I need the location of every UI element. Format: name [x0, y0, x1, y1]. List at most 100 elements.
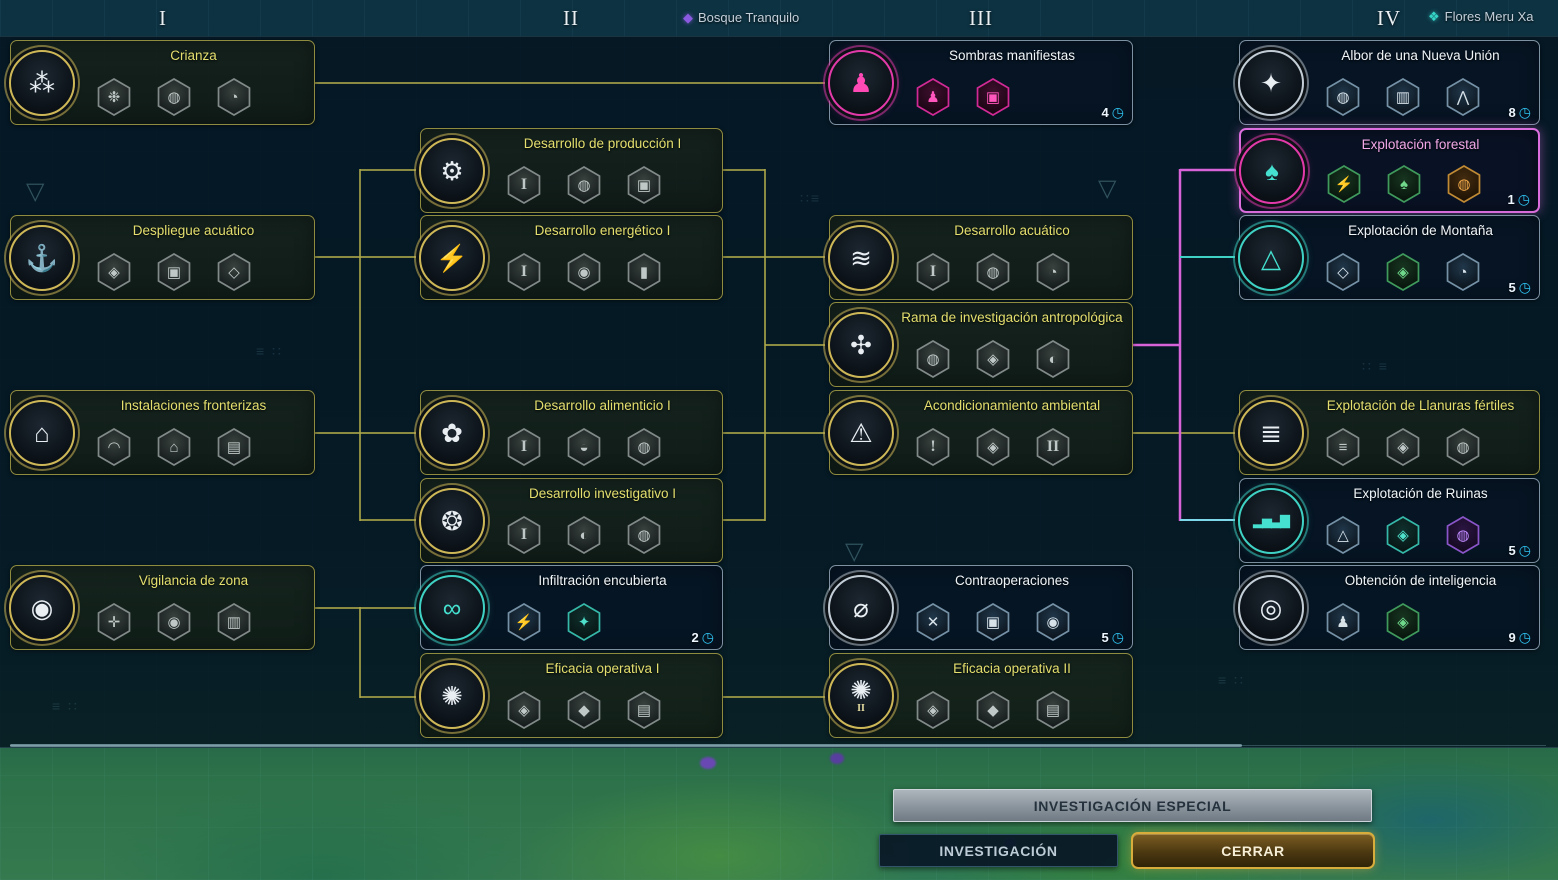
overwatch-icon[interactable]: ◉: [1036, 603, 1070, 641]
jammer-icon[interactable]: ▣: [976, 603, 1010, 641]
field-rows-icon[interactable]: ≡: [1326, 428, 1360, 466]
cipher-icon[interactable]: ◈: [1386, 603, 1420, 641]
creature-icon-3[interactable]: ◔: [217, 78, 251, 116]
banner-icon[interactable]: ▥: [1386, 78, 1420, 116]
sabotage-icon[interactable]: ⚡: [507, 603, 541, 641]
generator-icon[interactable]: ▮: [627, 253, 661, 291]
scanner-icon[interactable]: ◉: [157, 603, 191, 641]
counter-spy-icon[interactable]: ✕: [916, 603, 950, 641]
node-acondicionamiento-ambiental[interactable]: ⚠Acondicionamiento ambiental!◈II: [828, 390, 1133, 475]
strata-icon[interactable]: ◈: [976, 428, 1010, 466]
node-explotacion-ruinas[interactable]: ▂▅▃▇Explotación de Ruinas△◈◍5◷: [1238, 478, 1540, 563]
turn-number: 8: [1508, 105, 1516, 120]
sea-platform-icon[interactable]: ◍: [976, 253, 1010, 291]
observatory-icon[interactable]: ◍: [627, 516, 661, 554]
slope-site-icon[interactable]: ◈: [1386, 253, 1420, 291]
plains-site-icon[interactable]: ◍: [1446, 428, 1480, 466]
assembly-icon[interactable]: ▣: [627, 166, 661, 204]
hive-icon[interactable]: ◈: [976, 340, 1010, 378]
quarry-icon[interactable]: ◇: [1326, 253, 1360, 291]
irrigation-icon[interactable]: ◈: [1386, 428, 1420, 466]
agent-icon[interactable]: ♟: [1326, 603, 1360, 641]
peak-site-icon[interactable]: ◔: [1446, 253, 1480, 291]
clearing-icon[interactable]: ◍: [1447, 165, 1481, 203]
vault-icon[interactable]: ◈: [1386, 516, 1420, 554]
horizontal-scroll-thumb[interactable]: [10, 744, 1242, 747]
forest-energy-icon[interactable]: ⚡: [1327, 165, 1361, 203]
tier-1-badge[interactable]: I: [916, 253, 950, 291]
node-explotacion-montana[interactable]: △Explotación de Montaña◇◈◔5◷: [1238, 215, 1540, 300]
radar-dish-icon[interactable]: ◠: [97, 428, 131, 466]
outpost-icon[interactable]: ⌂: [157, 428, 191, 466]
supply-module-icon[interactable]: ◇: [217, 253, 251, 291]
special-research-button[interactable]: INVESTIGACIÓN ESPECIAL: [893, 789, 1372, 822]
node-despliegue-acuatico[interactable]: ⚓Despliegue acuático◈▣◇: [9, 215, 315, 300]
shadow-unit-icon[interactable]: ♟: [916, 78, 950, 116]
sub-icon-glyph: ✛: [107, 613, 121, 631]
grove-icon[interactable]: ♠: [1387, 165, 1421, 203]
excavation-icon[interactable]: △: [1326, 516, 1360, 554]
hazard-icon[interactable]: !: [916, 428, 950, 466]
column-numeral-3: III: [969, 6, 993, 30]
coastal-site-icon[interactable]: ◔: [1036, 253, 1070, 291]
shadow-rite-icon[interactable]: ▣: [976, 78, 1010, 116]
node-explotacion-forestal[interactable]: ♠Explotación forestal⚡♠◍1◷: [1239, 128, 1540, 213]
node-explotacion-llanuras[interactable]: ≣Explotación de Llanuras fértiles≡◈◍: [1238, 390, 1540, 475]
node-instalaciones-fronterizas[interactable]: ⌂Instalaciones fronterizas◠⌂▤: [9, 390, 315, 475]
stealth-field-icon[interactable]: ✦: [567, 603, 601, 641]
monument-icon[interactable]: ⋀: [1446, 78, 1480, 116]
location-label-flores-meru-xa[interactable]: ❖ Flores Meru Xa: [1428, 9, 1534, 24]
unity-icon[interactable]: ◍: [1326, 78, 1360, 116]
node-eficacia-operativa-1[interactable]: ✺Eficacia operativa I◈◆▤: [419, 653, 723, 738]
greenhouse-icon[interactable]: ◒: [567, 428, 601, 466]
node-vigilancia-de-zona[interactable]: ◉Vigilancia de zona✛◉▥: [9, 565, 315, 650]
research-button[interactable]: INVESTIGACIÓN: [879, 834, 1118, 867]
armor-mod-icon[interactable]: ◆: [567, 691, 601, 729]
tier-1-badge[interactable]: I: [507, 428, 541, 466]
armor-mod-icon[interactable]: ◆: [976, 691, 1010, 729]
lab-icon[interactable]: ◐: [567, 516, 601, 554]
creature-icon-1[interactable]: ❉: [97, 78, 131, 116]
doctrine-icon[interactable]: ▤: [627, 691, 661, 729]
creature-icon-2[interactable]: ◍: [157, 78, 191, 116]
mining-icon[interactable]: ◍: [567, 166, 601, 204]
node-sombras-manifiestas[interactable]: ♟Sombras manifiestas♟▣4◷: [828, 40, 1133, 125]
node-obtencion-inteligencia[interactable]: ◎Obtención de inteligencia♟◈9◷: [1238, 565, 1540, 650]
farm-dome-icon[interactable]: ◍: [627, 428, 661, 466]
floating-platform-icon[interactable]: ▣: [157, 253, 191, 291]
node-infiltracion-encubierta[interactable]: ∞Infiltración encubierta⚡✦2◷: [419, 565, 723, 650]
reactor-icon[interactable]: ◉: [567, 253, 601, 291]
tier-1-badge[interactable]: I: [507, 516, 541, 554]
antenna-icon[interactable]: ✛: [97, 603, 131, 641]
close-button[interactable]: CERRAR: [1131, 832, 1375, 869]
icon-glyph: ⁂: [29, 67, 55, 98]
tier-1-badge[interactable]: I: [507, 166, 541, 204]
anomaly-orb-icon[interactable]: ◍: [1446, 516, 1480, 554]
sub-icon-glyph: ▤: [226, 438, 242, 456]
society-icon[interactable]: ◍: [916, 340, 950, 378]
node-albor-nueva-union[interactable]: ✦Albor de una Nueva Unión◍▥⋀8◷: [1238, 40, 1540, 125]
harbor-icon[interactable]: ◈: [97, 253, 131, 291]
rock-wall-icon[interactable]: ▤: [217, 428, 251, 466]
sub-icon-glyph: ◆: [987, 701, 999, 719]
artifact-icon[interactable]: ◐: [1036, 340, 1070, 378]
sub-icon-glyph: I: [520, 263, 528, 280]
node-rama-antropologica[interactable]: ✣Rama de investigación antropológica◍◈◐: [828, 302, 1133, 387]
relay-tower-icon[interactable]: ▥: [217, 603, 251, 641]
doctrine-icon[interactable]: ▤: [1036, 691, 1070, 729]
node-crianza[interactable]: ⁂Crianza❉◍◔: [9, 40, 315, 125]
location-label-bosque-tranquilo[interactable]: ◆ Bosque Tranquilo: [683, 10, 799, 25]
weapon-mod-icon[interactable]: ◈: [916, 691, 950, 729]
node-contraoperaciones[interactable]: ⌀Contraoperaciones✕▣◉5◷: [828, 565, 1133, 650]
tier-1-badge[interactable]: I: [507, 253, 541, 291]
weapon-mod-icon[interactable]: ◈: [507, 691, 541, 729]
waves-icon: ≋: [828, 224, 894, 291]
tier-2-badge[interactable]: II: [1036, 428, 1070, 466]
sub-icon-row: ◈ ◆ ▤: [900, 691, 1124, 729]
